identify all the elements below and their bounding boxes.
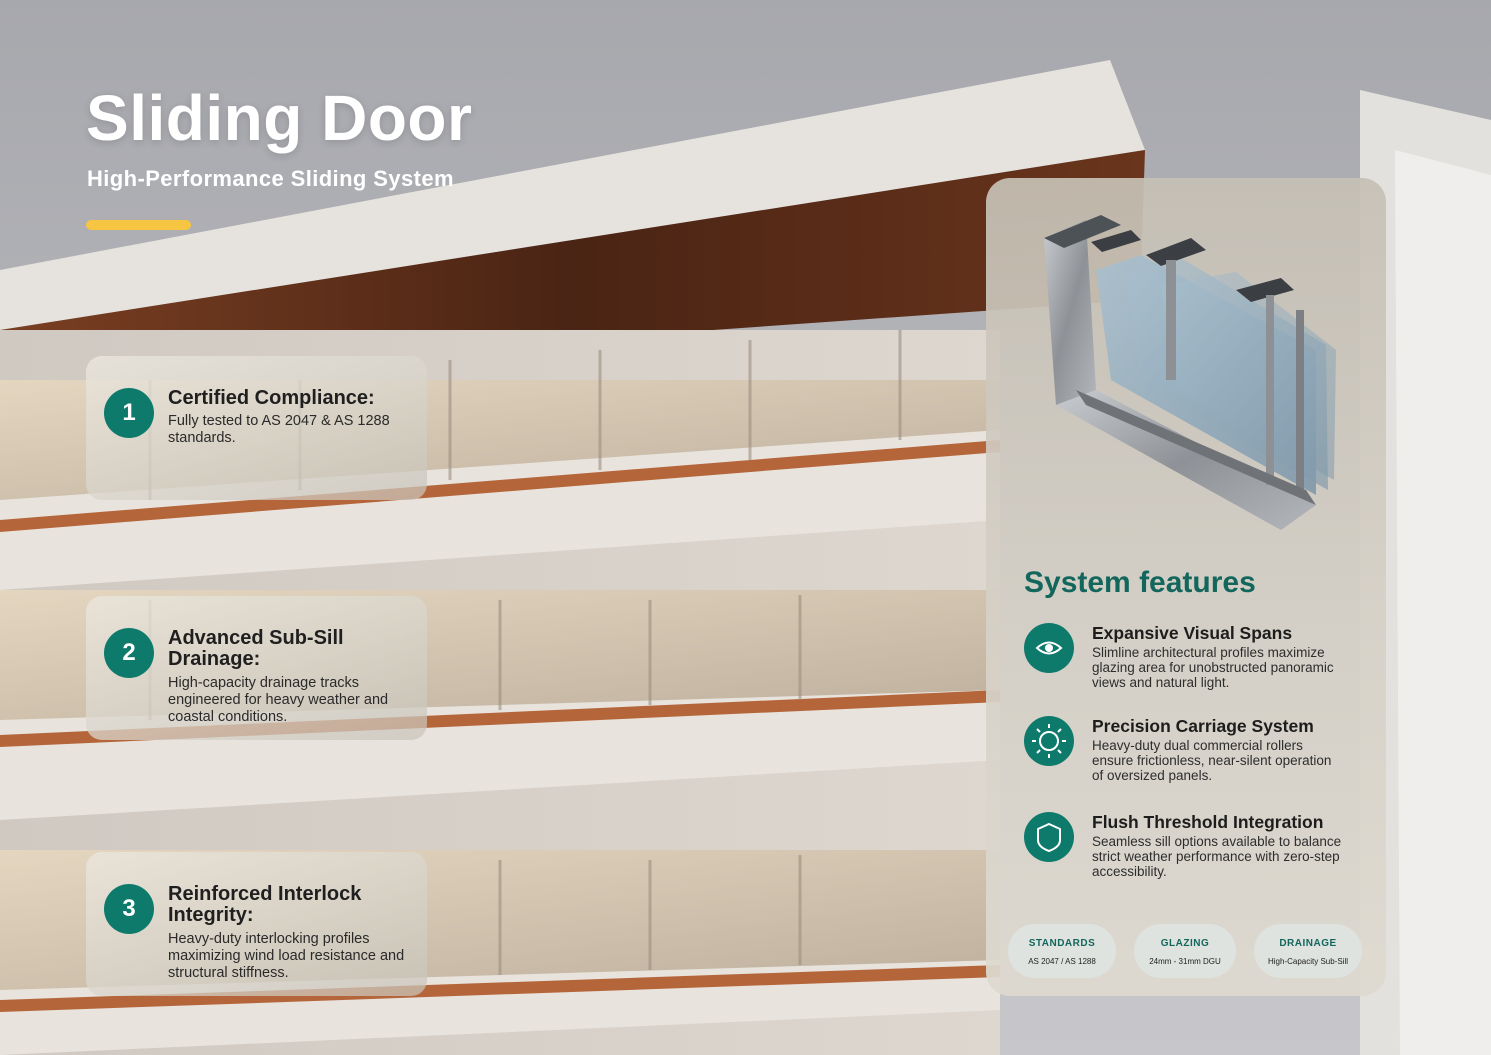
feature-description: Seamless sill options available to balan… (1092, 834, 1342, 879)
card-title: Certified Compliance: (168, 387, 375, 409)
sun-icon (1024, 716, 1074, 766)
feature-title: Precision Carriage System (1092, 716, 1314, 736)
spec-label: STANDARDS (1028, 938, 1096, 949)
title-accent-bar (86, 220, 191, 230)
system-features-heading: System features (1024, 566, 1256, 599)
card-title: Reinforced Interlock Integrity: (168, 883, 362, 926)
spec-value: AS 2047 / AS 1288 (1028, 957, 1096, 966)
page-title: Sliding Door (86, 82, 473, 154)
spec-pill-standards: STANDARDS AS 2047 / AS 1288 (1008, 924, 1116, 978)
card-number-badge: 1 (104, 388, 154, 438)
feature-description: Slimline architectural profiles maximize… (1092, 645, 1334, 690)
card-number-badge: 2 (104, 628, 154, 678)
spec-pill-drainage: DRAINAGE High-Capacity Sub-Sill (1254, 924, 1362, 978)
spec-label: DRAINAGE (1279, 938, 1337, 949)
spec-value: 24mm - 31mm DGU (1149, 957, 1221, 966)
feature-title: Flush Threshold Integration (1092, 812, 1324, 832)
card-description: Fully tested to AS 2047 & AS 1288 standa… (168, 413, 390, 446)
system-features-panel: System features Expansive Visual Spans S… (986, 178, 1386, 996)
feature-title: Expansive Visual Spans (1092, 623, 1293, 643)
sliding-door-profile-image (1044, 215, 1336, 530)
feature-visual-spans: Expansive Visual Spans Slimline architec… (1024, 623, 1354, 693)
feature-card-interlock: 3 Reinforced Interlock Integrity: Heavy-… (86, 852, 427, 996)
card-number-badge: 3 (104, 884, 154, 934)
feature-card-compliance: 1 Certified Compliance: Fully tested to … (86, 356, 427, 500)
page-subtitle: High-Performance Sliding System (87, 166, 454, 191)
feature-flush-threshold: Flush Threshold Integration Seamless sil… (1024, 812, 1354, 882)
card-description: Heavy-duty interlocking profiles maximiz… (168, 931, 405, 981)
feature-card-drainage: 2 Advanced Sub-Sill Drainage: High-capac… (86, 596, 427, 740)
spec-value: High-Capacity Sub-Sill (1267, 957, 1349, 966)
card-description: High-capacity drainage tracks engineered… (168, 675, 389, 725)
feature-carriage-system: Precision Carriage System Heavy-duty dua… (1024, 716, 1354, 786)
spec-pill-glazing: GLAZING 24mm - 31mm DGU (1134, 924, 1236, 978)
eye-icon (1024, 623, 1074, 673)
card-title: Advanced Sub-Sill Drainage: (168, 627, 344, 670)
shield-icon (1024, 812, 1074, 862)
feature-description: Heavy-duty dual commercial rollers ensur… (1092, 738, 1332, 783)
spec-label: GLAZING (1160, 938, 1210, 949)
